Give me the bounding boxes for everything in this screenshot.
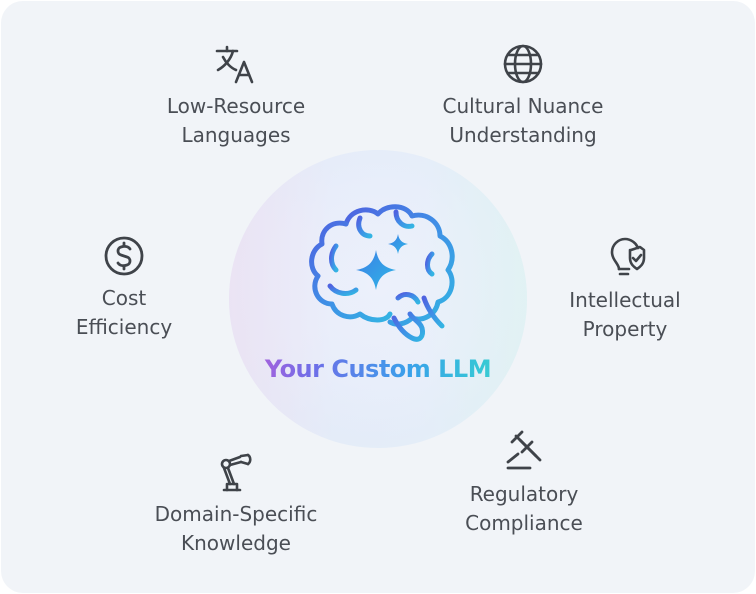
node-label-line-1: Cultural Nuance [442, 94, 604, 118]
node-intellectual-property: Intellectual Property [540, 236, 710, 344]
node-label-line-1: Cost [101, 286, 147, 310]
node-label-line-2: Understanding [449, 123, 597, 147]
node-label-line-1: Regulatory [469, 482, 579, 506]
node-low-resource-languages: Low-Resource Languages [136, 42, 336, 150]
center-title: Your Custom LLM [229, 350, 527, 388]
gavel-icon [506, 430, 542, 470]
node-cost-efficiency: Cost Efficiency [44, 234, 204, 342]
node-domain-specific-knowledge: Domain-Specific Knowledge [136, 450, 336, 558]
dollar-coin-icon [104, 236, 144, 276]
node-label-line-1: Intellectual [569, 288, 681, 312]
node-label-line-2: Languages [181, 123, 291, 147]
node-label-line-2: Property [582, 317, 668, 341]
robot-arm-icon [220, 453, 252, 492]
node-label-line-1: Domain-Specific [154, 502, 318, 526]
node-regulatory-compliance: Regulatory Compliance [424, 430, 624, 538]
translate-icon [215, 45, 254, 84]
node-label-line-2: Compliance [465, 511, 583, 535]
node-label-line-2: Efficiency [75, 315, 173, 339]
lightbulb-shield-icon [610, 237, 646, 276]
center-circle [229, 150, 527, 448]
node-label-line-1: Low-Resource [166, 94, 306, 118]
node-cultural-nuance: Cultural Nuance Understanding [423, 42, 623, 150]
brain-sparkle-icon [309, 204, 455, 342]
node-label-line-2: Knowledge [181, 531, 291, 555]
globe-icon [503, 44, 543, 84]
